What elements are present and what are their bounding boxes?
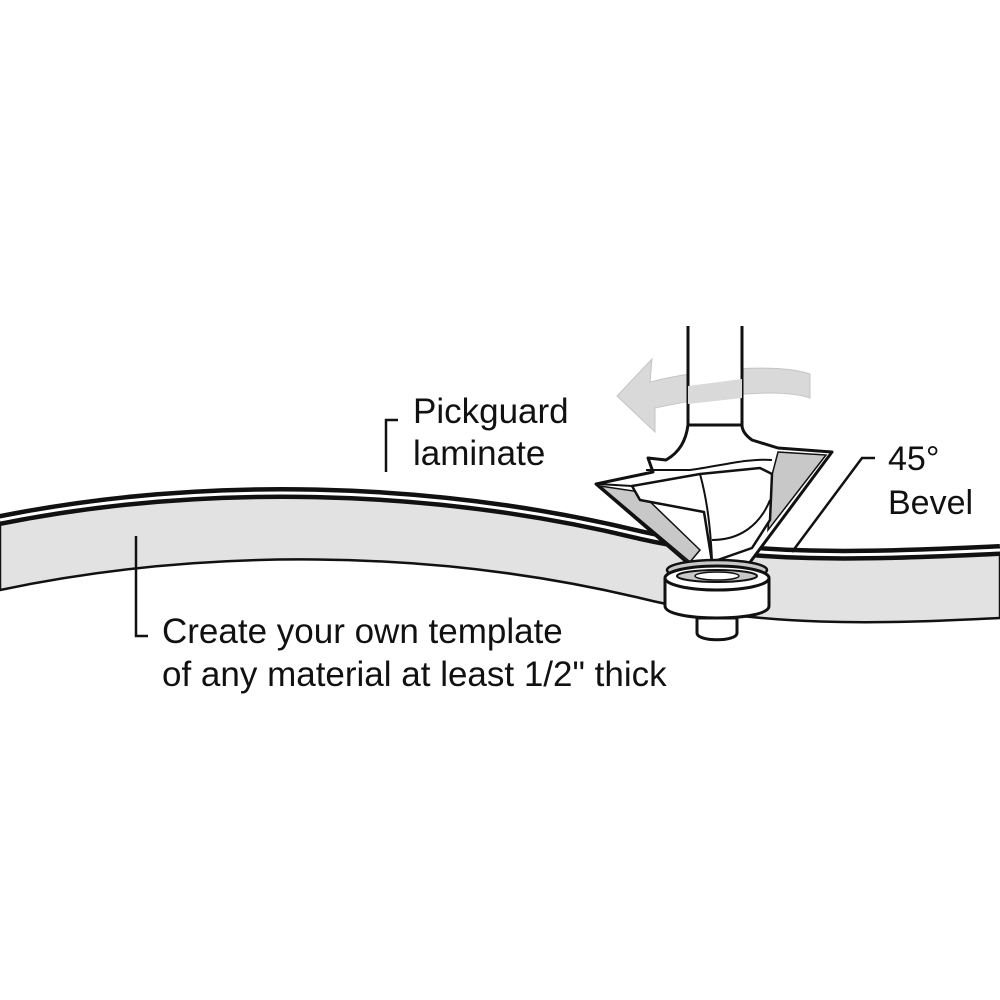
template-label-line2: of any material at least 1/2" thick: [162, 655, 667, 694]
template-label: Create your own template of any material…: [162, 610, 667, 696]
pickguard-label-line1: Pickguard: [413, 392, 569, 431]
laminate-stripe: [0, 491, 1000, 557]
pickguard-leader: [384, 418, 398, 472]
cutter-shade-left: [597, 484, 702, 564]
bearing-screw: [695, 616, 739, 642]
template-label-line1: Create your own template: [162, 612, 563, 651]
bevel-leader: [790, 456, 875, 553]
bevel-label-line2: Bevel: [888, 484, 974, 522]
template-leader: [134, 536, 148, 638]
bevel-label-line1: 45°: [888, 440, 940, 478]
pickguard-laminate-label: Pickguard laminate: [413, 391, 569, 475]
pickguard-label-line2: laminate: [413, 434, 546, 473]
cutter-shade-right: [767, 451, 828, 533]
bevel-angle-label: 45° Bevel: [888, 437, 973, 525]
